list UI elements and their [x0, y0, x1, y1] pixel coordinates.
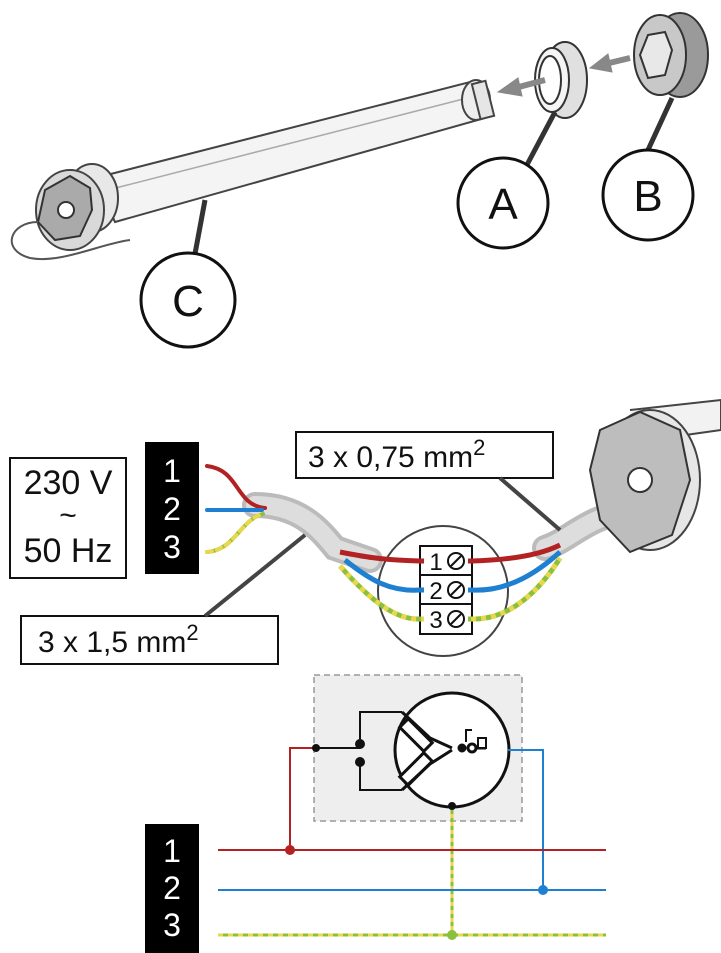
terminal-2: 2	[424, 578, 468, 605]
motor-symbol	[393, 691, 511, 809]
svg-text:3 x 0,75 mm2: 3 x 0,75 mm2	[308, 435, 485, 474]
svg-text:3: 3	[429, 607, 442, 634]
supply-voltage: 230 V	[24, 464, 113, 502]
terminal-1: 1	[424, 549, 468, 576]
svg-text:2: 2	[163, 491, 181, 527]
svg-text:1: 1	[163, 453, 181, 489]
adapter-ring-a	[534, 41, 588, 119]
assembly-arrows	[496, 53, 631, 97]
svg-text:A: A	[488, 180, 518, 229]
drive-wheel-b	[633, 12, 709, 98]
svg-text:1: 1	[163, 833, 181, 869]
callout-b: B	[601, 148, 695, 242]
schematic-wires	[289, 744, 544, 935]
supply-label: 230 V ~ 50 Hz	[9, 457, 127, 579]
capacitor-symbol	[316, 711, 402, 791]
supply-bus-lines	[218, 845, 606, 940]
supply-wire-stubs	[205, 464, 267, 554]
supply-cable-label: 3 x 1,5 mm2	[20, 615, 279, 665]
wire-numbers-top: 1 2 3	[145, 442, 199, 574]
svg-text:1: 1	[429, 549, 442, 576]
svg-text:3 x 1,5 mm2: 3 x 1,5 mm2	[38, 620, 199, 659]
callout-a: A	[456, 156, 550, 250]
svg-text:2: 2	[163, 870, 181, 906]
svg-text:3: 3	[163, 907, 181, 943]
tubular-motor-illustration	[10, 79, 496, 261]
svg-text:B: B	[633, 172, 662, 221]
wire-numbers-bottom: 1 2 3	[145, 824, 199, 953]
svg-text:C: C	[172, 277, 204, 326]
motor-head-illustration	[588, 398, 721, 554]
supply-frequency: 50 Hz	[24, 532, 113, 570]
supply-tilde: ~	[59, 499, 77, 532]
supply-cable-leader	[203, 533, 307, 618]
terminal-3: 3	[424, 607, 468, 634]
motor-cable-label: 3 x 0,75 mm2	[295, 431, 554, 479]
svg-text:3: 3	[163, 529, 181, 565]
callout-c: C	[139, 251, 237, 349]
svg-text:2: 2	[429, 578, 442, 605]
motor-cable-leader	[498, 476, 562, 532]
